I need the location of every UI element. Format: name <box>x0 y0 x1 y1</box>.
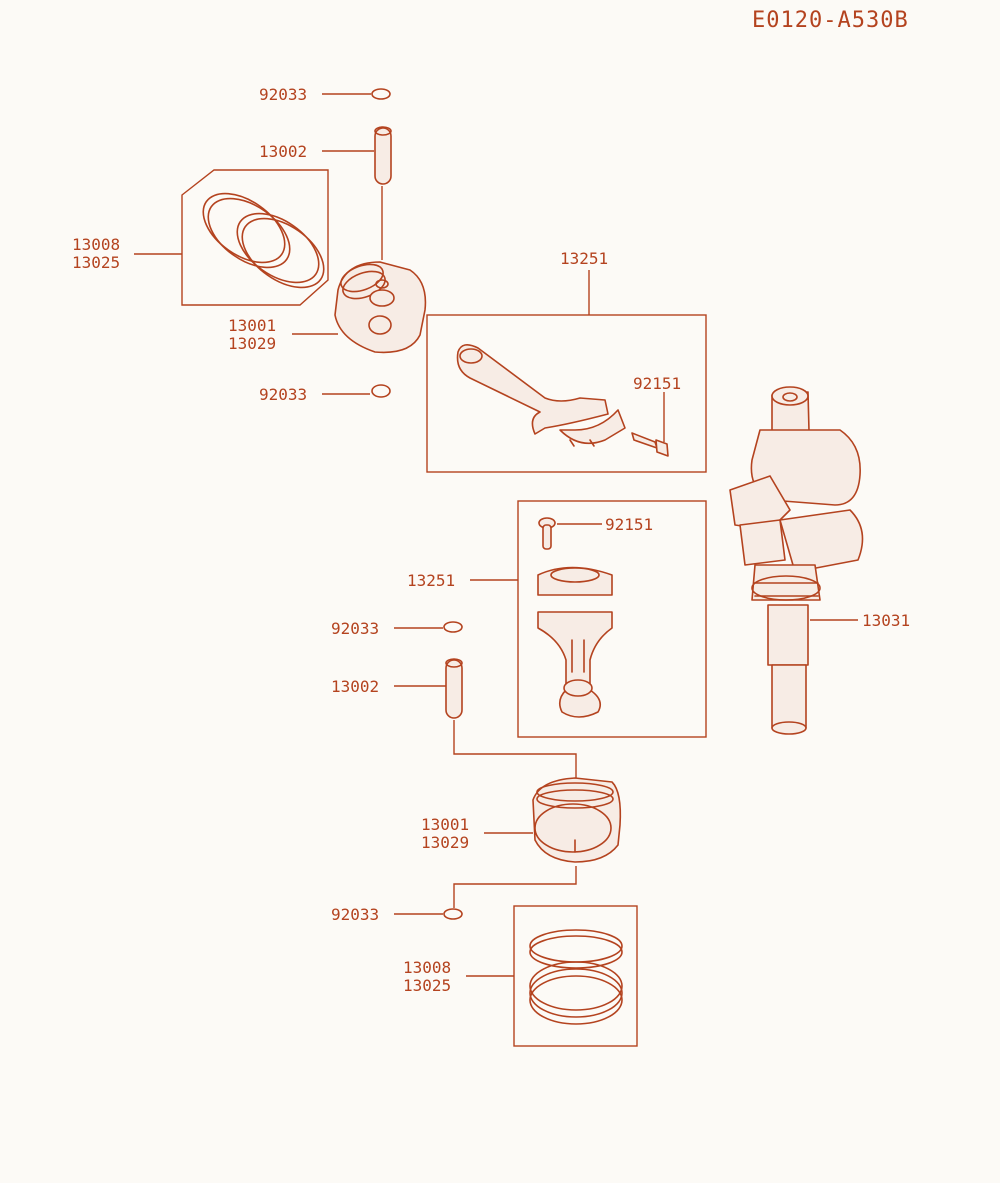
lower-circlip-top[interactable] <box>443 621 463 633</box>
upper-connecting-rod[interactable] <box>456 344 626 447</box>
label-lower-connecting-rod[interactable]: 13251 <box>407 571 455 590</box>
lower-rod-bolt[interactable] <box>538 517 556 550</box>
label-upper-rod-bolt[interactable]: 92151 <box>633 374 681 393</box>
label-upper-piston-pin[interactable]: 13002 <box>259 142 307 161</box>
lower-circlip-bottom[interactable] <box>443 908 463 920</box>
upper-circlip-top[interactable] <box>371 88 391 100</box>
label-lower-ring-2[interactable]: 13025 <box>403 976 451 995</box>
label-lower-piston-2[interactable]: 13029 <box>421 833 469 852</box>
upper-ring-set[interactable] <box>181 169 336 306</box>
diagram-code: E0120-A530B <box>752 8 909 33</box>
label-upper-ring-2[interactable]: 13025 <box>72 253 120 272</box>
lower-ring-set[interactable] <box>513 905 638 1047</box>
label-lower-circlip-bottom[interactable]: 92033 <box>331 905 379 924</box>
label-lower-piston-pin[interactable]: 13002 <box>331 677 379 696</box>
upper-piston-pin[interactable] <box>374 126 392 185</box>
label-upper-piston-1[interactable]: 13001 <box>228 316 276 335</box>
crankshaft[interactable] <box>729 386 864 735</box>
label-lower-rod-bolt[interactable]: 92151 <box>605 515 653 534</box>
upper-rod-bolt[interactable] <box>631 432 669 457</box>
lower-piston-pin[interactable] <box>445 658 463 719</box>
upper-piston[interactable] <box>334 259 427 354</box>
lower-rod-box <box>517 500 707 738</box>
label-upper-ring-1[interactable]: 13008 <box>72 235 120 254</box>
lower-piston[interactable] <box>532 777 622 863</box>
label-upper-connecting-rod[interactable]: 13251 <box>560 249 608 268</box>
label-lower-ring-1[interactable]: 13008 <box>403 958 451 977</box>
lower-connecting-rod[interactable] <box>537 566 613 718</box>
upper-rod-box <box>426 314 707 473</box>
label-upper-piston-2[interactable]: 13029 <box>228 334 276 353</box>
label-upper-circlip-top[interactable]: 92033 <box>259 85 307 104</box>
label-lower-circlip-top[interactable]: 92033 <box>331 619 379 638</box>
label-crankshaft[interactable]: 13031 <box>862 611 910 630</box>
label-upper-circlip-bottom[interactable]: 92033 <box>259 385 307 404</box>
upper-circlip-bottom[interactable] <box>371 384 391 398</box>
label-lower-piston-1[interactable]: 13001 <box>421 815 469 834</box>
